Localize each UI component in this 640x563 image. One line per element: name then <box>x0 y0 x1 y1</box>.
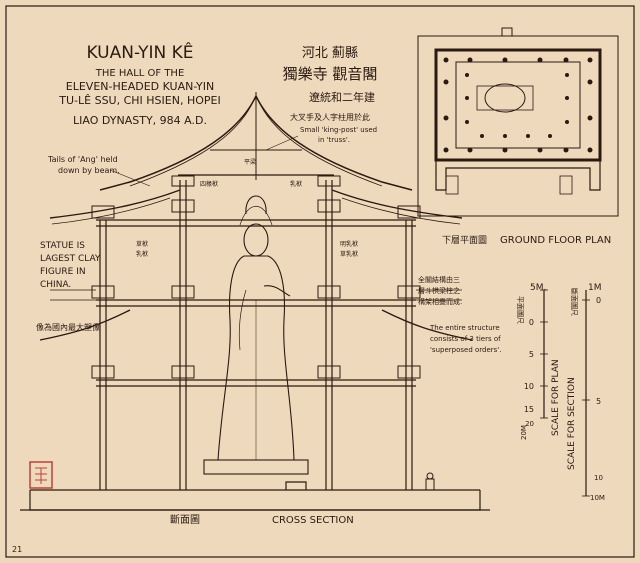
beam-label-5: 乳栿 <box>136 250 148 258</box>
chinese-title-3: 遼統和二年建 <box>309 90 375 104</box>
scale-for-plan: 平面圖尺 5M. 0 5 10 15 20 20M SCALE FOR PLAN <box>516 283 561 440</box>
statue-note-4: CHINA. <box>40 280 71 290</box>
chinese-title-2: 獨樂寺 觀音閣 <box>283 65 378 83</box>
altar-base <box>476 85 534 111</box>
bracket-sets <box>91 175 421 379</box>
ang-note-2: down by beam. <box>58 166 120 175</box>
statue-note-2: LAGEST CLAY <box>40 254 101 264</box>
tiers-en-3: 'superposed orders'. <box>430 346 501 354</box>
plan-rear-steps <box>501 27 513 36</box>
statue-note-cn: 像為國內最大塑像 <box>36 322 100 332</box>
title-subtitle-2: ELEVEN-HEADED KUAN-YIN <box>66 80 214 93</box>
beam-label-3: 平梁 <box>244 158 256 166</box>
statue-note-1: STATUE IS <box>40 241 85 251</box>
balcony-rails <box>50 289 462 301</box>
seal-stamp <box>29 461 53 489</box>
ang-note-1: Tails of 'Ang' held <box>47 155 118 164</box>
statue-platform <box>484 83 526 113</box>
scale-plan-tick-10: 10 <box>524 382 534 391</box>
scale-plan-tick-20: 20 <box>525 420 534 428</box>
statue-note-3: FIGURE IN <box>40 267 86 277</box>
chinese-title-1: 河北 薊縣 <box>302 46 358 61</box>
scale-section-tick-5: 5 <box>596 397 601 406</box>
scale-plan-tick-5: 5 <box>529 350 534 359</box>
tiers-en-2: consists of 3 tiers of <box>430 335 501 343</box>
scale-section-end: 10M <box>590 494 605 502</box>
title-location: TU-LÊ SSU, CHI HSIEN, HOPEI <box>58 94 220 107</box>
human-scale-figure <box>425 472 435 491</box>
plan-label-en: GROUND FLOOR PLAN <box>500 235 611 246</box>
scale-plan-tick-15: 15 <box>524 405 534 414</box>
ground-floor-plan: 下層平面圖 GROUND FLOOR PLAN <box>417 27 619 246</box>
beam-label-2: 乳栿 <box>290 180 302 188</box>
sheet-number: 21 <box>12 545 22 554</box>
lower-eave-left <box>49 189 181 219</box>
plan-left-step <box>445 175 459 195</box>
platform-base <box>20 481 490 511</box>
scale-plan-unit: 5M. <box>530 283 546 293</box>
beam-label-1: 四椽栿 <box>200 180 218 188</box>
king-post-en-1: Small 'king-post' used <box>300 126 377 134</box>
scale-section-tick-10: 10 <box>594 474 603 482</box>
title-subtitle-1: THE HALL OF THE <box>95 68 185 79</box>
beam-label-7: 草乳栿 <box>340 250 358 258</box>
section-label-cn: 斷面圖 <box>170 513 200 526</box>
scale-section-label: SCALE FOR SECTION <box>567 377 577 470</box>
columns <box>99 180 413 490</box>
scale-plan-tick-0: 0 <box>529 318 534 327</box>
plan-outer-wall <box>434 48 602 162</box>
section-label-en: CROSS SECTION <box>272 515 354 526</box>
main-roof-right <box>255 95 413 191</box>
plan-label-cn: 下層平面圖 <box>442 235 487 246</box>
plan-right-step <box>559 175 573 195</box>
main-roof-left <box>99 95 257 191</box>
chinese-title-block: 河北 薊縣 獨樂寺 觀音閣 遼統和二年建 <box>283 46 378 104</box>
scale-section-tick-0: 0 <box>596 296 601 305</box>
plan-inner-wall <box>455 61 581 149</box>
plan-frame <box>417 35 619 217</box>
tiers-cn-3: 構架相疊而成. <box>418 297 462 306</box>
scale-section-unit: 1M <box>588 283 602 293</box>
tiers-cn-2: 層斗栱梁柱之 <box>418 286 460 295</box>
lower-eave-right <box>331 189 463 219</box>
cross-section-drawing <box>20 92 490 511</box>
beam-label-6: 明乳栿 <box>340 240 358 248</box>
plan-columns <box>443 57 593 153</box>
ground-eave-left <box>39 309 131 341</box>
title-dynasty: LIAO DYNASTY, 984 A.D. <box>73 114 207 127</box>
tiers-cn-1: 全閣結構由三 <box>418 275 460 284</box>
ground-eave-right <box>381 309 473 341</box>
plan-front-terrace <box>435 160 601 191</box>
title-block: KUAN-YIN KÊ THE HALL OF THE ELEVEN-HEADE… <box>58 41 220 127</box>
scale-plan-end: 20M <box>520 425 528 440</box>
section-annotations: 大叉手及人字柱用於此 Small 'king-post' used in 'tr… <box>36 112 501 354</box>
scale-plan-label: SCALE FOR PLAN <box>551 359 561 436</box>
beam-label-4: 草栿 <box>136 240 148 248</box>
tiers-en-1: The entire structure <box>429 324 500 332</box>
kuan-yin-statue <box>203 195 309 475</box>
sheet-border <box>5 5 635 558</box>
scale-for-section: 斷面圖尺 1M 0 5 10 10M SCALE FOR SECTION <box>567 283 605 502</box>
scale-section-title-cn: 斷面圖尺 <box>570 288 579 316</box>
scale-plan-title-cn: 平面圖尺 <box>516 296 524 324</box>
king-post-en-2: in 'truss'. <box>318 136 350 144</box>
king-post-cn: 大叉手及人字柱用於此 <box>290 112 370 122</box>
title-name: KUAN-YIN KÊ <box>86 41 193 63</box>
